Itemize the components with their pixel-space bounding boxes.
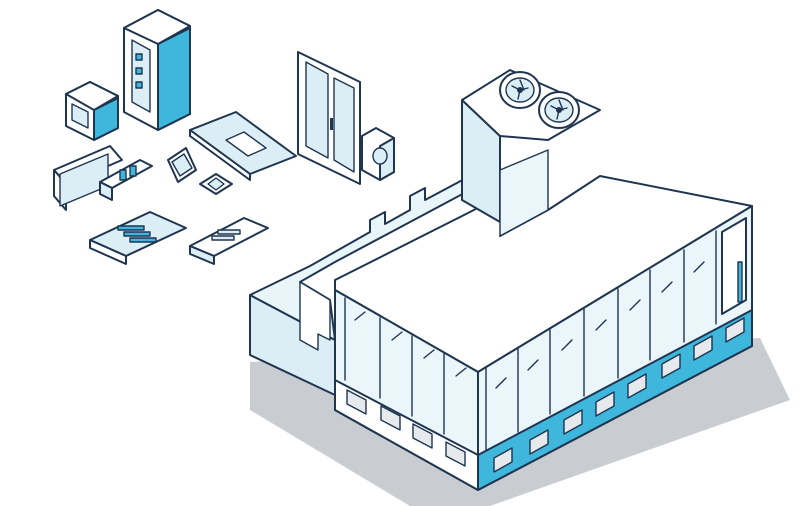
left-wall-inner: [299, 281, 331, 351]
window-frame: [53, 145, 123, 211]
roof-fan-1: [499, 71, 541, 109]
vent-plate-2: [189, 217, 269, 265]
glass-panels-left: [344, 297, 467, 435]
glass-panels-right: [485, 230, 717, 451]
vents-right: [493, 317, 745, 473]
small-square-tile: [199, 173, 233, 195]
roof-housing-cutout: [499, 149, 549, 237]
cleanroom-building: [249, 69, 790, 506]
tall-cabinet: [123, 9, 191, 131]
vent-plate-1: [89, 211, 187, 265]
square-window: [167, 147, 197, 183]
countertop-panel: [189, 111, 297, 181]
pass-through-box: [361, 127, 395, 181]
double-door: [297, 51, 361, 185]
vents-left: [346, 389, 466, 467]
small-box-unit: [65, 81, 119, 141]
control-panel: [99, 159, 153, 201]
roof-fan-2: [538, 91, 580, 129]
building-door: [721, 217, 747, 315]
